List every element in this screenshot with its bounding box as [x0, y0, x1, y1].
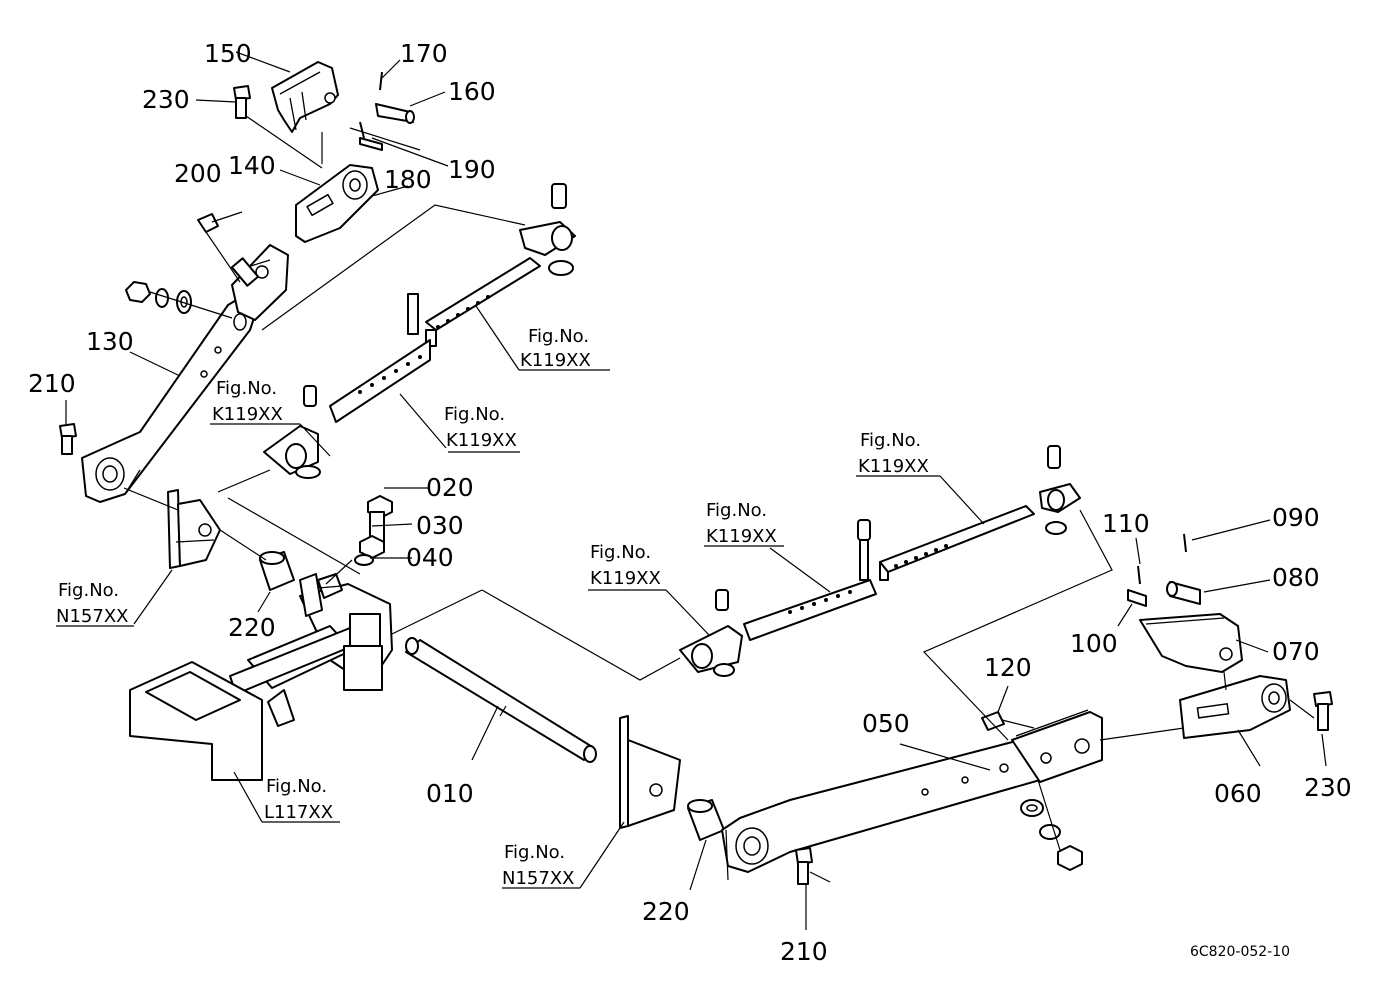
callout-170: 170	[400, 39, 448, 68]
callout-140: 140	[228, 151, 276, 180]
part-220-left-bushing	[259, 551, 295, 591]
fig-ref-k119-e-code: K119XX	[706, 526, 777, 547]
part-230-left-pin	[233, 85, 251, 119]
callout-230-left: 230	[142, 85, 190, 114]
fig-ref-k119-f-label: Fig.No.	[590, 542, 651, 563]
drawing-code: 6C820-052-10	[1190, 944, 1290, 960]
callout-150: 150	[204, 39, 252, 68]
callout-050: 050	[862, 709, 910, 738]
part-080-pin	[1166, 581, 1201, 605]
part-020-bolt	[354, 495, 393, 566]
part-070-clevis	[1139, 613, 1243, 673]
part-090-split-pin	[1183, 533, 1187, 553]
fig-ref-k119-c-code: K119XX	[446, 430, 517, 451]
fig-ref-n157-left-label: Fig.No.	[58, 580, 119, 601]
fig-ref-l117-code: L117XX	[264, 802, 333, 823]
fig-ref-n157-left-code: N157XX	[56, 606, 128, 627]
right-lower-link-bracket	[1011, 709, 1103, 783]
fig-ref-k119-a-label: Fig.No.	[528, 326, 589, 347]
left-trunnion-plate	[167, 489, 221, 569]
callout-110: 110	[1102, 509, 1150, 538]
part-220-right-bushing	[687, 799, 725, 841]
left-nut-washers	[125, 281, 192, 314]
part-170-split-pin	[379, 71, 383, 91]
right-top-link	[679, 445, 1081, 677]
part-010-cross-shaft	[405, 637, 597, 763]
part-180-190-pins	[359, 121, 383, 151]
leader-lines	[56, 51, 1327, 930]
callout-100: 100	[1070, 629, 1118, 658]
part-230-right-pin	[1313, 691, 1333, 731]
callout-200: 200	[174, 159, 222, 188]
frame-assembly	[129, 573, 393, 781]
fig-ref-k119-b-label: Fig.No.	[216, 378, 277, 399]
part-160-pin	[375, 103, 415, 124]
fig-ref-k119-d-label: Fig.No.	[860, 430, 921, 451]
fig-ref-l117-label: Fig.No.	[266, 776, 327, 797]
part-120-grease-nipple	[981, 711, 1005, 731]
part-140-turnbuckle-bracket	[295, 164, 379, 243]
fig-ref-n157-right-code: N157XX	[502, 868, 574, 889]
callout-030: 030	[416, 511, 464, 540]
fig-ref-k119-b-code: K119XX	[212, 404, 283, 425]
right-nut-washers	[1020, 799, 1083, 871]
left-lower-link-130	[81, 291, 261, 503]
callout-220-left: 220	[228, 613, 276, 642]
part-060-turnbuckle-bracket	[1179, 675, 1291, 739]
part-100-110-pins	[1127, 565, 1147, 607]
right-lower-link-050	[721, 739, 1041, 873]
figure-references: Fig.No. K119XX Fig.No. K119XX Fig.No. K1…	[56, 326, 929, 889]
callout-020: 020	[426, 473, 474, 502]
callout-060: 060	[1214, 779, 1262, 808]
callout-070: 070	[1272, 637, 1320, 666]
fig-ref-k119-a-code: K119XX	[520, 350, 591, 371]
callout-080: 080	[1272, 563, 1320, 592]
part-210-left-pin	[59, 423, 77, 455]
callout-160: 160	[448, 77, 496, 106]
fig-ref-n157-right-label: Fig.No.	[504, 842, 565, 863]
part-200-grease-nipple	[197, 213, 219, 233]
callout-190: 190	[448, 155, 496, 184]
callout-220-right: 220	[642, 897, 690, 926]
callout-210-left: 210	[28, 369, 76, 398]
callout-210-right: 210	[780, 937, 828, 966]
callout-120: 120	[984, 653, 1032, 682]
fig-ref-k119-c-label: Fig.No.	[444, 404, 505, 425]
callout-230-right: 230	[1304, 773, 1352, 802]
part-210-right-pin	[795, 847, 813, 885]
part-150-clevis	[271, 61, 339, 133]
fig-ref-k119-e-label: Fig.No.	[706, 500, 767, 521]
left-bracket	[230, 244, 289, 321]
left-top-link	[263, 183, 576, 479]
fig-ref-k119-d-code: K119XX	[858, 456, 929, 477]
callout-labels: 150 170 230 160 140 200 180 190 130 210 …	[28, 39, 1352, 966]
callout-180: 180	[384, 165, 432, 194]
callout-040: 040	[406, 543, 454, 572]
right-trunnion-plate	[619, 715, 681, 829]
callout-010: 010	[426, 779, 474, 808]
callout-130: 130	[86, 327, 134, 356]
callout-090: 090	[1272, 503, 1320, 532]
fig-ref-k119-f-code: K119XX	[590, 568, 661, 589]
